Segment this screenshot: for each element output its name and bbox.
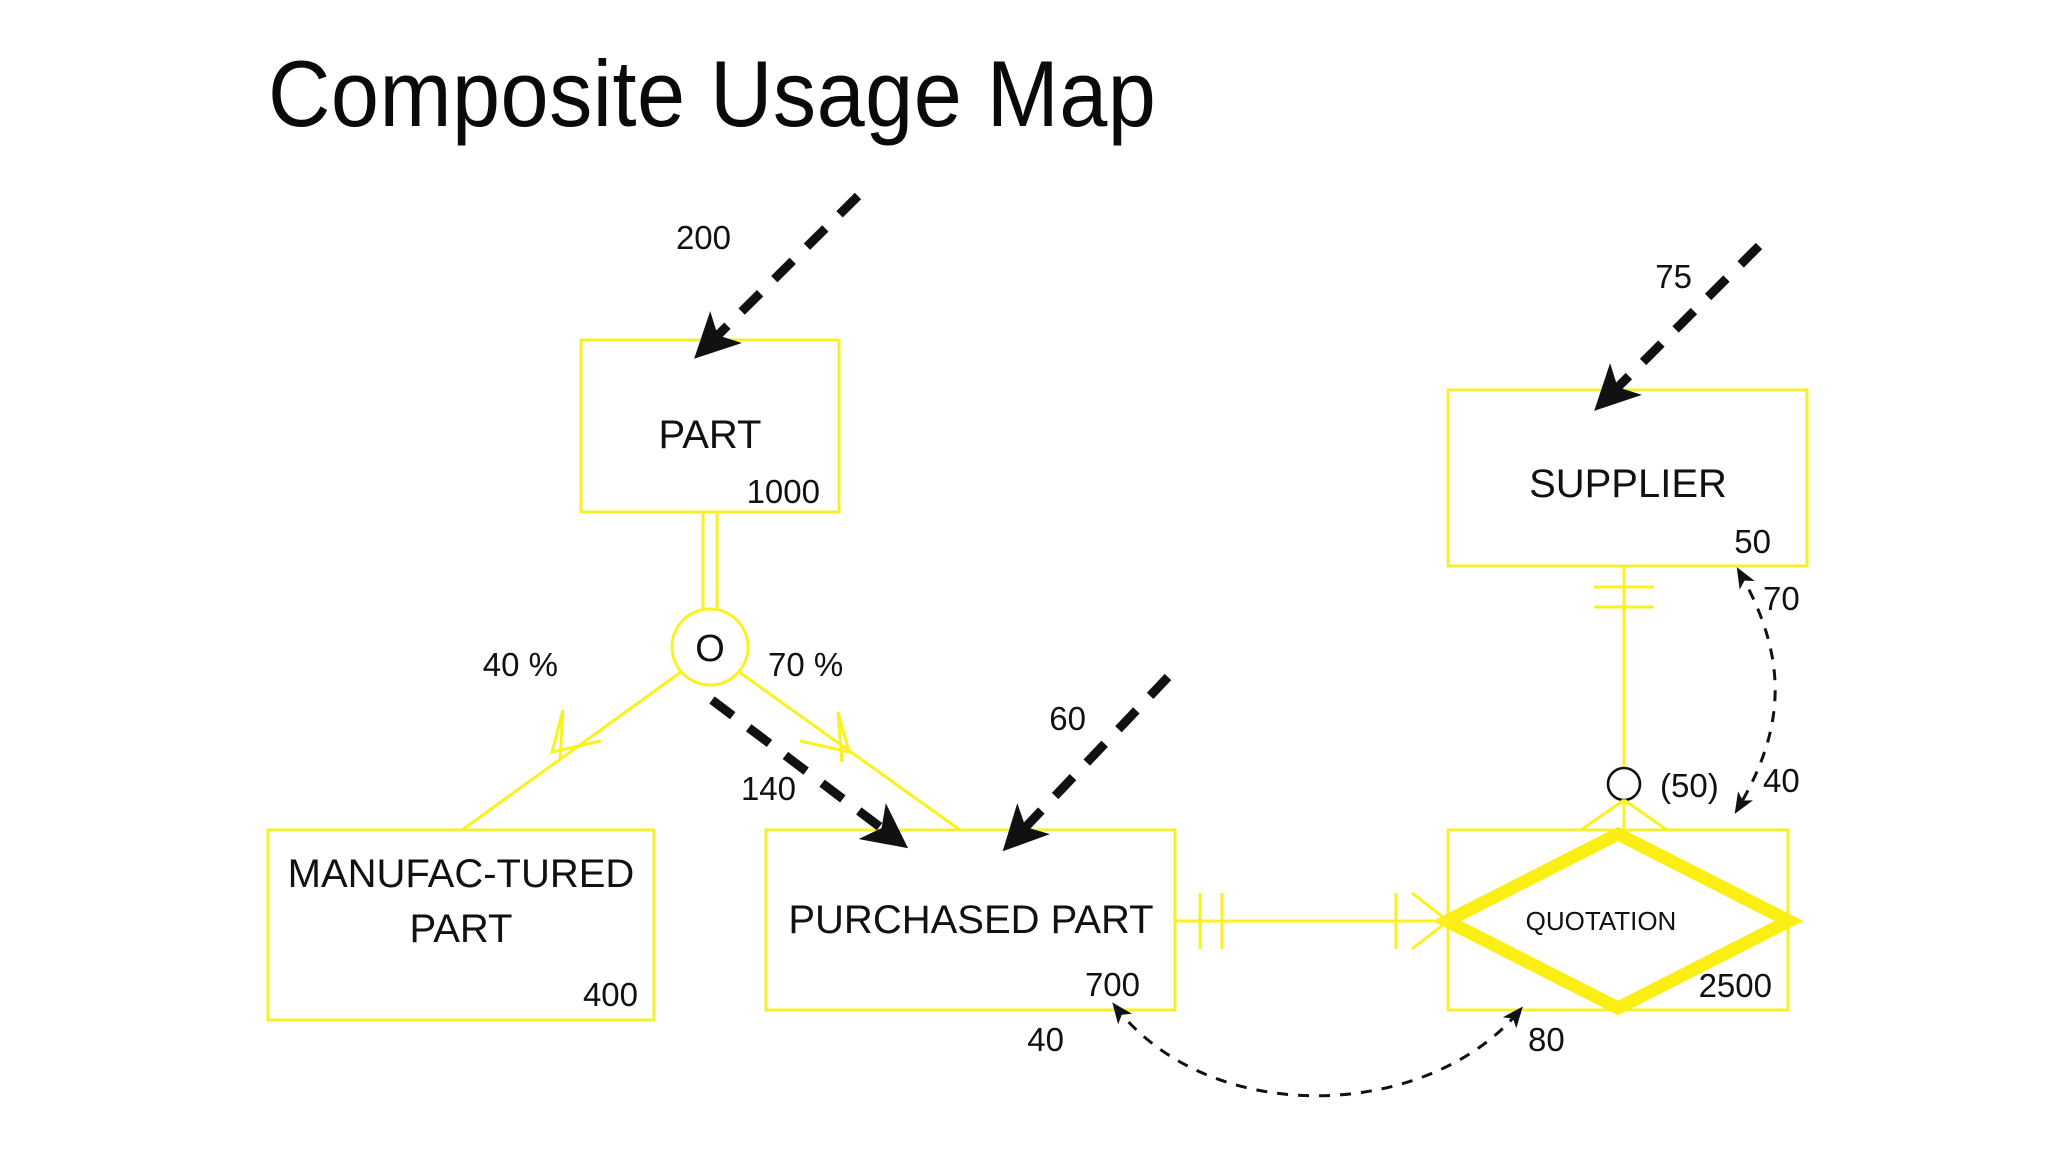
entity-manufactured-part-label-line1: MANUFAC-TURED (288, 852, 635, 896)
connector-supplier-quotation (1577, 566, 1671, 834)
connector-part-subtype (701, 512, 719, 620)
usage-arrow-60-label: 60 (1049, 700, 1086, 737)
usage-arrow-140-label: 140 (741, 770, 796, 807)
subtype-symbol-o[interactable]: O (670, 607, 750, 687)
supplier-quotation-optional-label: (50) (1660, 767, 1719, 804)
page-title: Composite Usage Map (268, 41, 1157, 146)
subtype-right-percent-label: 70 % (768, 646, 843, 683)
usage-arrow-60 (1002, 673, 1172, 852)
optionality-circle (1606, 766, 1642, 802)
usage-arrow-supplier-quotation (1734, 567, 1777, 814)
entity-purchased-part-count: 700 (1085, 966, 1140, 1003)
usage-arrow-purchased-quotation (1112, 1002, 1523, 1098)
subtype-letter: O (695, 628, 725, 670)
usage-arrow-200 (694, 192, 862, 359)
entity-supplier-label: SUPPLIER (1529, 462, 1727, 506)
usage-arrow-70-label: 70 (1763, 580, 1800, 617)
connector-purchased-quotation (1175, 891, 1449, 951)
entity-part[interactable]: PART 1000 (579, 338, 841, 514)
usage-arrow-75 (1594, 242, 1763, 411)
entity-manufactured-part[interactable]: MANUFAC-TURED PART 400 (266, 828, 656, 1022)
entity-manufactured-part-box (266, 828, 656, 1022)
entity-supplier-box (1446, 388, 1809, 568)
entity-manufactured-part-count: 400 (583, 976, 638, 1013)
relationship-quotation[interactable]: QUOTATION 2500 (1432, 826, 1804, 1016)
usage-arrow-140 (709, 696, 909, 849)
entity-supplier-count: 50 (1734, 523, 1771, 560)
entity-manufactured-part-label-line2: PART (410, 907, 513, 951)
entity-part-count: 1000 (747, 473, 820, 510)
subtype-circle (670, 607, 750, 687)
entity-purchased-part-label: PURCHASED PART (788, 898, 1153, 942)
entity-supplier[interactable]: SUPPLIER 50 (1446, 388, 1809, 568)
connector-subtype-purchased (738, 670, 961, 832)
usage-arrow-40-left-label: 40 (1027, 1021, 1064, 1058)
entity-purchased-part[interactable]: PURCHASED PART 700 (764, 828, 1177, 1012)
relationship-quotation-count: 2500 (1699, 967, 1772, 1004)
relationship-quotation-diamond (1432, 826, 1804, 1016)
usage-arrow-200-label: 200 (676, 219, 731, 256)
usage-arrow-40-right-label: 40 (1763, 762, 1800, 799)
entity-part-label: PART (659, 413, 762, 457)
usage-arrow-80-label: 80 (1528, 1021, 1565, 1058)
connector-subtype-manufactured (461, 670, 682, 832)
entity-purchased-part-box (764, 828, 1177, 1012)
subtype-left-percent-label: 40 % (483, 646, 558, 683)
relationship-quotation-label: QUOTATION (1526, 906, 1677, 936)
usage-arrow-75-label: 75 (1655, 258, 1692, 295)
entity-part-box (579, 338, 841, 514)
